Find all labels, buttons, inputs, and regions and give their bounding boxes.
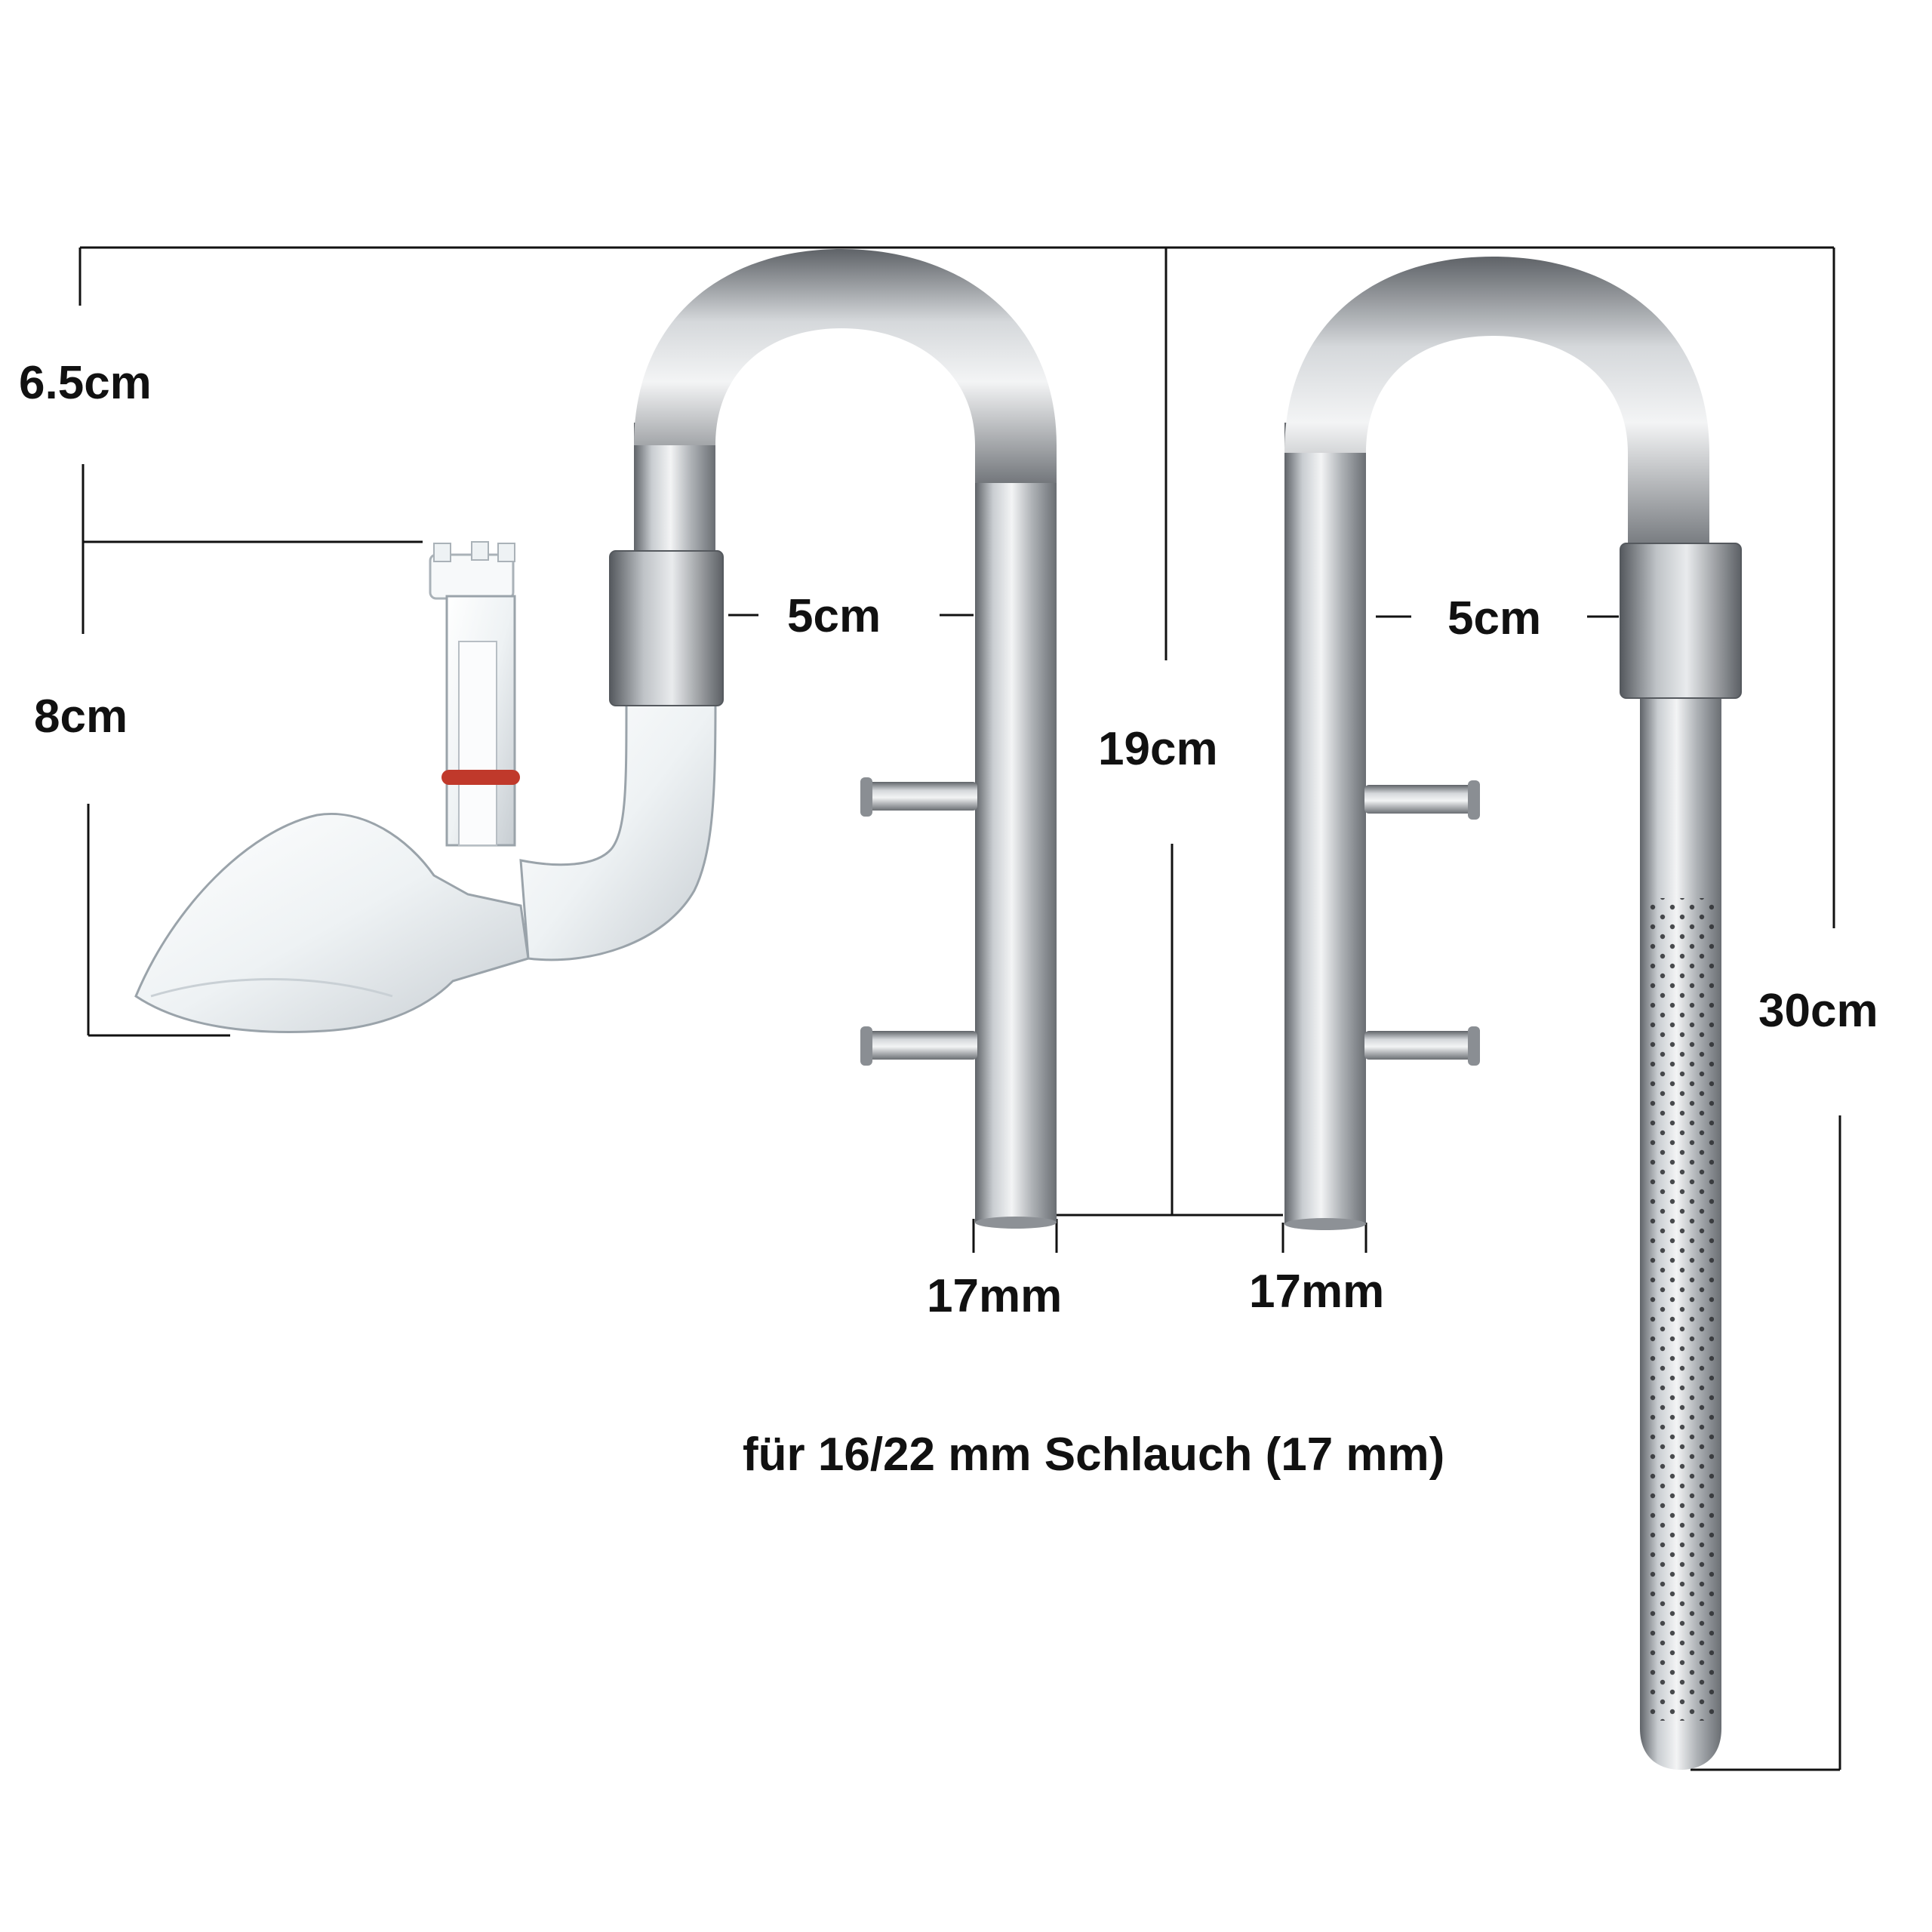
label-inflow-bottom-height: 8cm — [34, 691, 128, 743]
label-outflow-diameter: 17mm — [1249, 1266, 1384, 1318]
glass-skimmer — [134, 541, 717, 1033]
label-outflow-total-length: 30cm — [1758, 985, 1878, 1037]
label-hose-note: für 16/22 mm Schlauch (17 mm) — [743, 1429, 1444, 1481]
dimension-lines — [78, 246, 1841, 1771]
label-inflow-top-height: 6.5cm — [19, 357, 152, 409]
o-ring — [441, 770, 520, 785]
label-inflow-leg-length: 19cm — [1098, 723, 1218, 775]
label-outflow-hook-width: 5cm — [1447, 592, 1541, 645]
label-inflow-hook-width: 5cm — [787, 590, 881, 642]
perforation-holes — [1649, 898, 1714, 1721]
label-inflow-diameter: 17mm — [927, 1270, 1062, 1322]
inflow-pipe — [609, 249, 1057, 1229]
outflow-pipe — [1284, 257, 1742, 1770]
